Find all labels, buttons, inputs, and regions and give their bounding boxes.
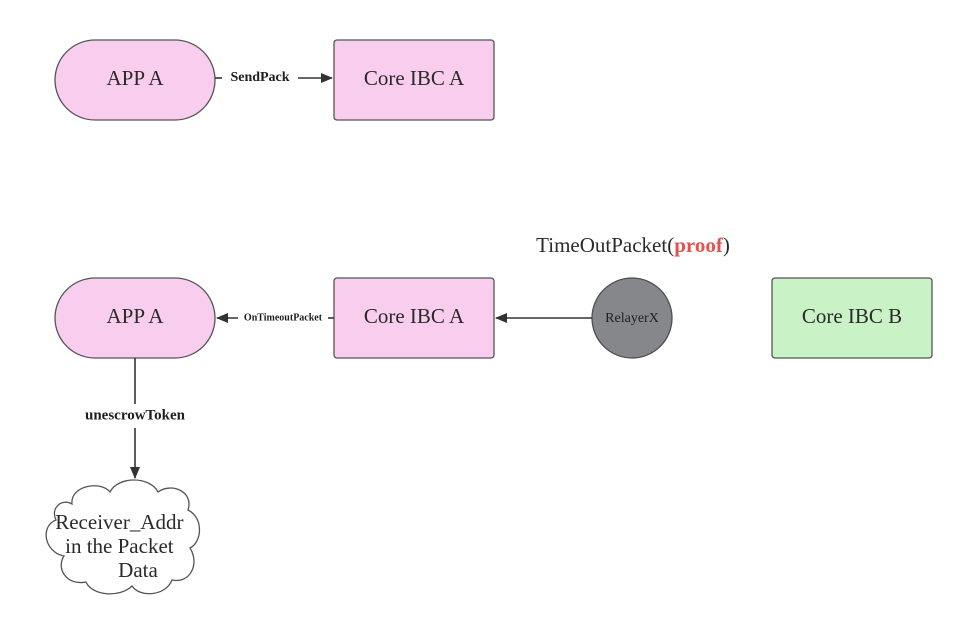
app-a-top-node[interactable]: APP A bbox=[54, 39, 216, 121]
core-ibc-a-bottom-label: Core IBC A bbox=[364, 304, 465, 328]
timeout-packet-title: TimeOutPacket(proof) bbox=[536, 233, 730, 257]
timeout-title-suffix: ) bbox=[723, 233, 730, 257]
timeout-title-prefix: TimeOutPacket( bbox=[536, 233, 674, 257]
core-ibc-a-top-node[interactable]: Core IBC A bbox=[333, 39, 495, 121]
core-ibc-b-node[interactable]: Core IBC B bbox=[771, 277, 933, 359]
relayer-label: RelayerX bbox=[605, 311, 659, 326]
app-a-top-shape bbox=[54, 39, 216, 121]
receiver-cloud-line-2: in the Packet bbox=[65, 534, 174, 558]
core-ibc-a-top-label: Core IBC A bbox=[364, 66, 465, 90]
receiver-cloud-line-1: Receiver_Addr bbox=[55, 510, 183, 534]
on-timeout-packet-edge: OnTimeoutPacket bbox=[216, 312, 334, 323]
relayer-node[interactable]: RelayerX bbox=[591, 277, 673, 359]
send-pack-edge: SendPack bbox=[215, 70, 333, 85]
unescrow-token-edge: unescrowToken bbox=[85, 358, 186, 479]
receiver-cloud-shape bbox=[45, 479, 201, 595]
core-ibc-a-top-shape bbox=[333, 39, 495, 121]
app-a-bottom-label: APP A bbox=[106, 304, 164, 328]
unescrow-label: unescrowToken bbox=[85, 407, 186, 423]
receiver-cloud-node[interactable]: Receiver_Addr in the Packet Data bbox=[45, 479, 201, 595]
app-a-top-label: APP A bbox=[106, 66, 164, 90]
receiver-cloud-line-3: Data bbox=[118, 558, 158, 582]
timeout-title-proof: proof bbox=[674, 233, 724, 257]
on-timeout-label: OnTimeoutPacket bbox=[244, 312, 323, 323]
core-ibc-b-shape bbox=[771, 277, 933, 359]
app-a-bottom-node[interactable]: APP A bbox=[54, 277, 216, 359]
core-ibc-b-label: Core IBC B bbox=[802, 304, 902, 328]
send-pack-label: SendPack bbox=[230, 70, 289, 85]
core-ibc-a-bottom-node[interactable]: Core IBC A bbox=[333, 277, 495, 359]
receiver-cloud-label: Receiver_Addr in the Packet Data bbox=[55, 510, 189, 582]
